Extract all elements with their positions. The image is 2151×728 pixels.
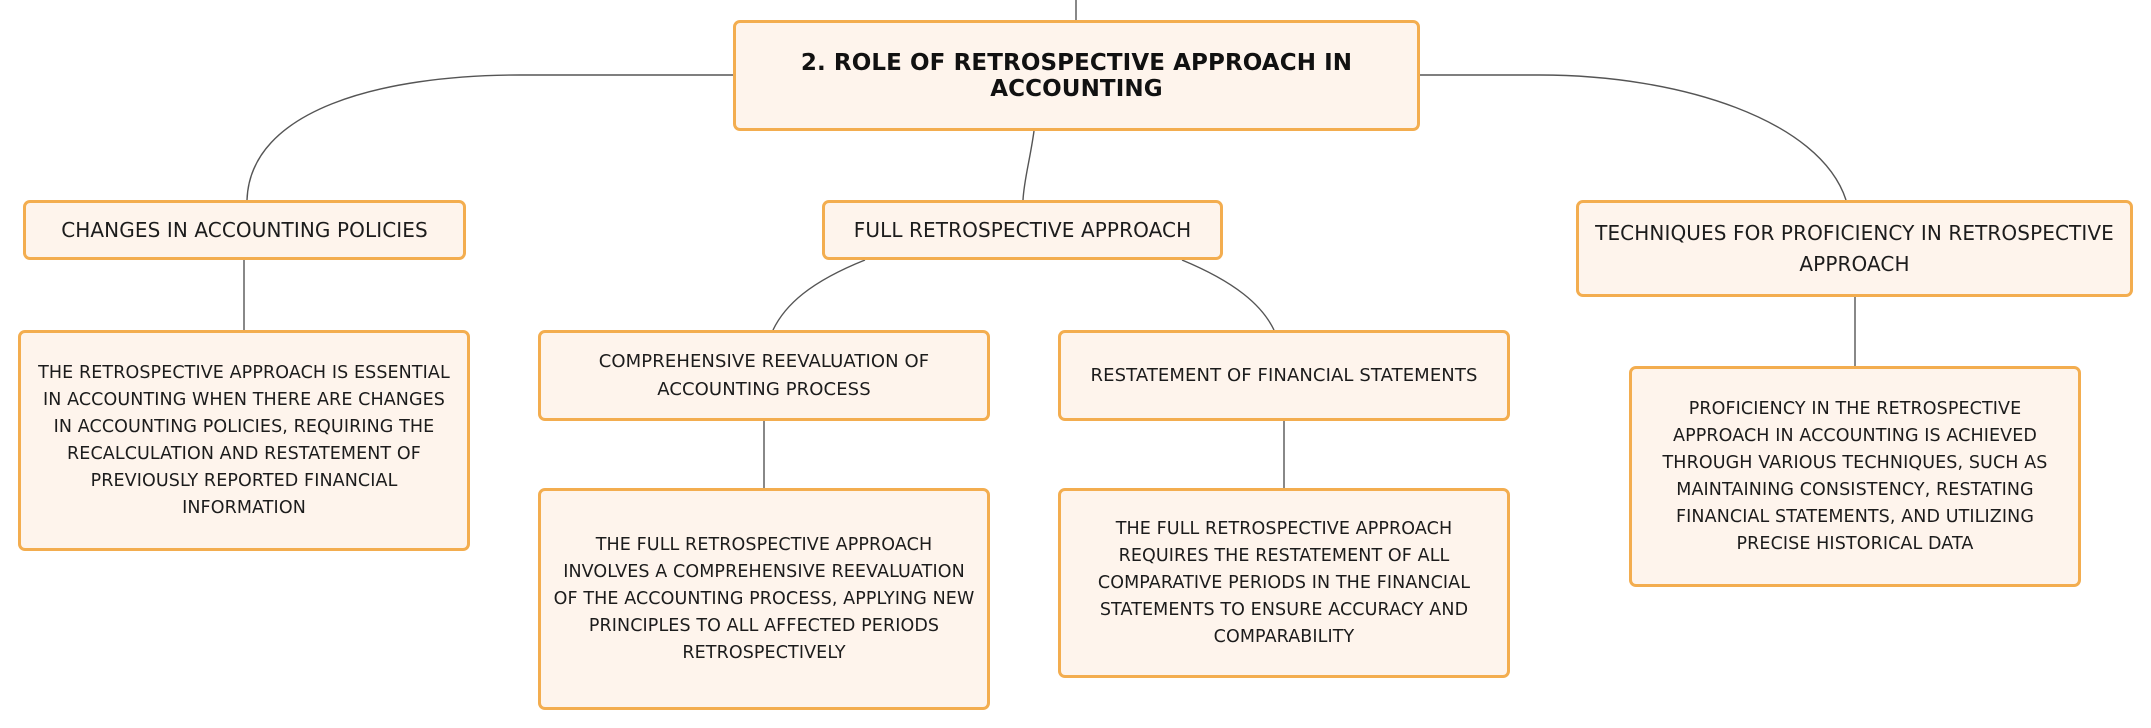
subtopic-restatement-of-financial-statements[interactable]: RESTATEMENT OF FINANCIAL STATEMENTS xyxy=(1058,330,1510,421)
topic-changes-in-accounting-policies[interactable]: CHANGES IN ACCOUNTING POLICIES xyxy=(23,200,466,260)
connector-full-comprehensive xyxy=(772,259,866,331)
connector-root-full xyxy=(1022,130,1035,201)
detail-restatement-of-financial-statements[interactable]: THE FULL RETROSPECTIVE APPROACH REQUIRES… xyxy=(1058,488,1510,678)
connector-full-restatement xyxy=(1181,259,1275,331)
detail-text: PROFICIENCY IN THE RETROSPECTIVE APPROAC… xyxy=(1662,398,2048,554)
connector-root-changes xyxy=(246,74,733,201)
topic-label: CHANGES IN ACCOUNTING POLICIES xyxy=(61,217,428,242)
detail-techniques-for-proficiency[interactable]: PROFICIENCY IN THE RETROSPECTIVE APPROAC… xyxy=(1629,366,2081,587)
detail-comprehensive-reevaluation[interactable]: THE FULL RETROSPECTIVE APPROACH INVOLVES… xyxy=(538,488,990,710)
subtopic-label: COMPREHENSIVE REEVALUATION OF ACCOUNTING… xyxy=(598,350,930,400)
topic-label: TECHNIQUES FOR PROFICIENCY IN RETROSPECT… xyxy=(1595,220,2114,276)
root-topic-label: 2. ROLE OF RETROSPECTIVE APPROACH IN ACC… xyxy=(800,49,1353,102)
detail-text: THE FULL RETROSPECTIVE APPROACH INVOLVES… xyxy=(553,534,975,663)
topic-full-retrospective-approach[interactable]: FULL RETROSPECTIVE APPROACH xyxy=(822,200,1223,260)
detail-text: THE FULL RETROSPECTIVE APPROACH REQUIRES… xyxy=(1097,518,1471,647)
subtopic-label: RESTATEMENT OF FINANCIAL STATEMENTS xyxy=(1090,364,1478,386)
topic-techniques-for-proficiency[interactable]: TECHNIQUES FOR PROFICIENCY IN RETROSPECT… xyxy=(1576,200,2133,297)
root-topic-node[interactable]: 2. ROLE OF RETROSPECTIVE APPROACH IN ACC… xyxy=(733,20,1420,131)
connector-root-techniques xyxy=(1420,74,1847,201)
subtopic-comprehensive-reevaluation[interactable]: COMPREHENSIVE REEVALUATION OF ACCOUNTING… xyxy=(538,330,990,421)
detail-text: THE RETROSPECTIVE APPROACH IS ESSENTIAL … xyxy=(38,362,450,518)
detail-changes-in-accounting-policies[interactable]: THE RETROSPECTIVE APPROACH IS ESSENTIAL … xyxy=(18,330,470,551)
topic-label: FULL RETROSPECTIVE APPROACH xyxy=(853,217,1192,242)
